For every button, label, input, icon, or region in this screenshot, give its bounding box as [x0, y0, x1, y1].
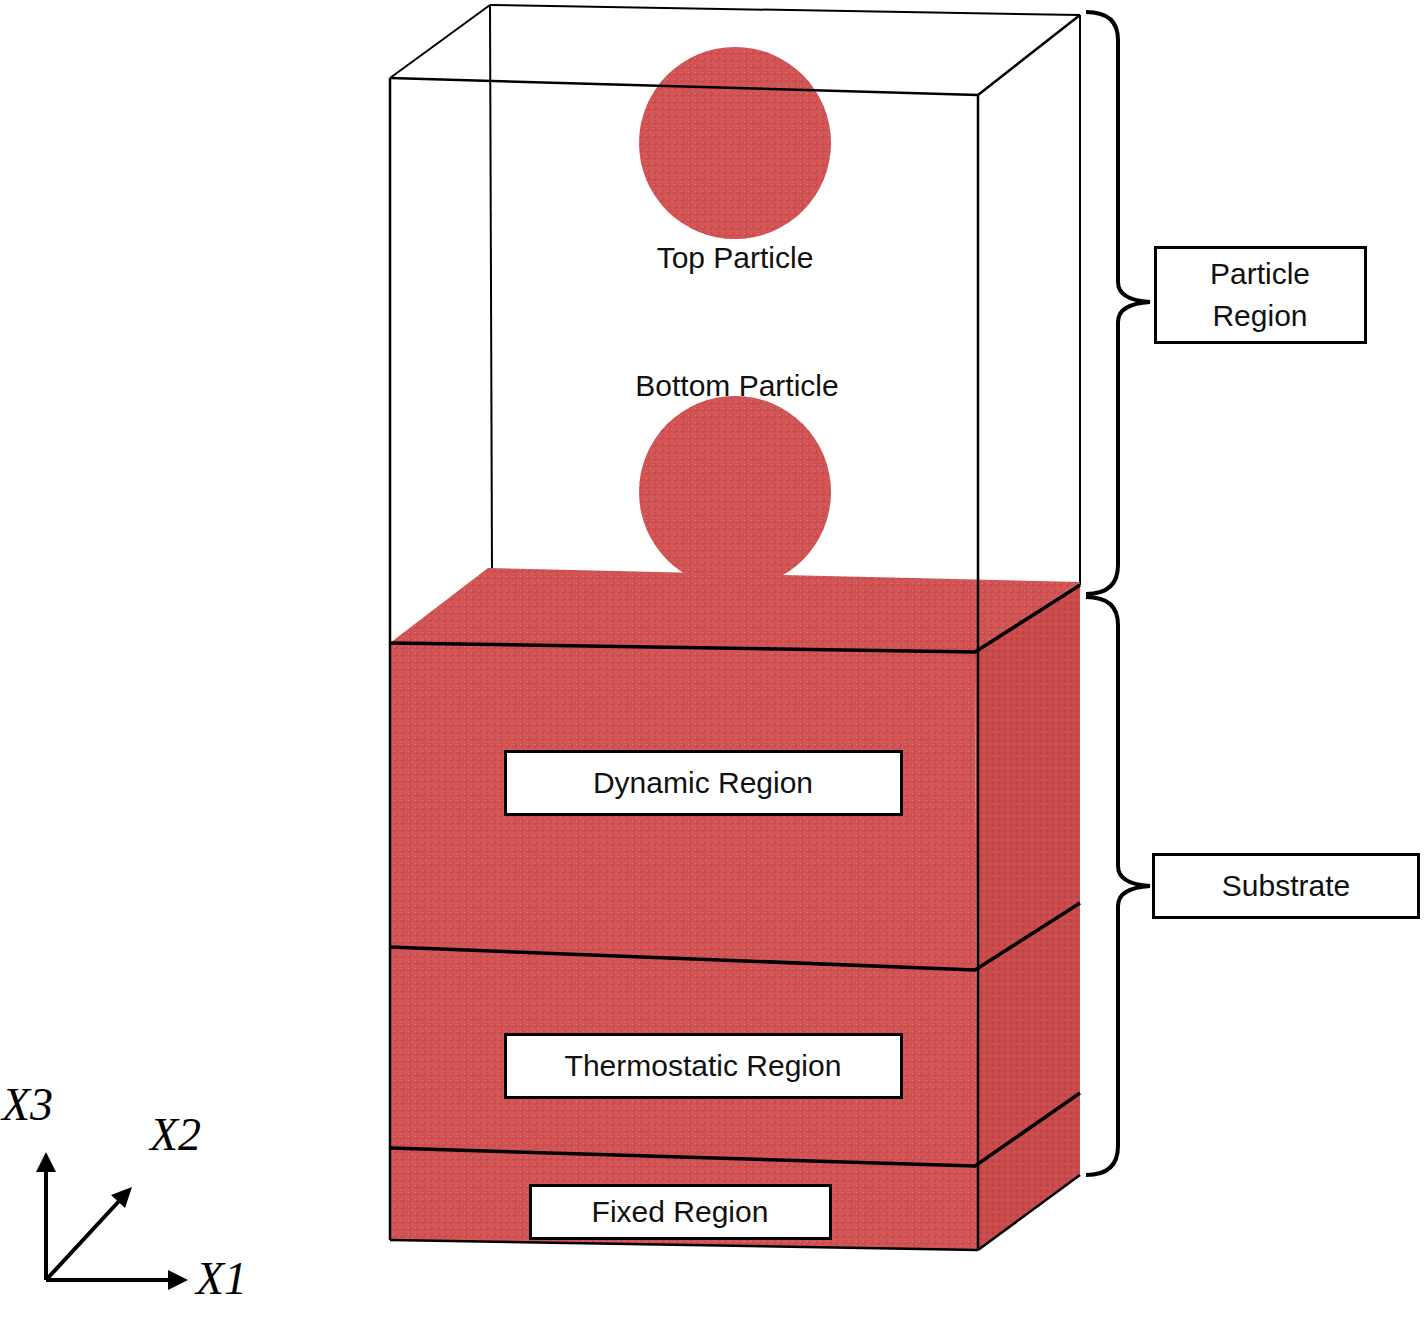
particle: Bottom Particle — [639, 396, 831, 588]
region-label: Particle Region — [1154, 246, 1367, 344]
region-boundaries — [390, 585, 1080, 1166]
substrate-front — [390, 643, 978, 1250]
region-label: Substrate — [1152, 853, 1420, 919]
axes — [36, 1152, 188, 1290]
region-label: Thermostatic Region — [504, 1033, 903, 1099]
bottom-particle — [639, 396, 831, 588]
region-name: Particle Region — [1171, 253, 1350, 337]
region-name: Fixed Region — [592, 1191, 769, 1233]
region-name: Substrate — [1222, 865, 1350, 907]
particle-label: Bottom Particle — [635, 369, 838, 403]
axis-label: X1 — [196, 1252, 247, 1305]
substrate-side — [975, 582, 1080, 1250]
region-name: Thermostatic Region — [565, 1045, 842, 1087]
brackets — [1086, 12, 1150, 1175]
axis-label: X3 — [2, 1078, 53, 1131]
particle: Top Particle — [639, 47, 831, 239]
region-label: Dynamic Region — [504, 750, 903, 816]
simulation-box-front — [390, 15, 1080, 1250]
particle-label: Top Particle — [657, 241, 814, 275]
region-label: Fixed Region — [529, 1184, 832, 1240]
axis-label: X2 — [150, 1108, 201, 1161]
top-particle — [639, 47, 831, 239]
region-name: Dynamic Region — [593, 762, 813, 804]
